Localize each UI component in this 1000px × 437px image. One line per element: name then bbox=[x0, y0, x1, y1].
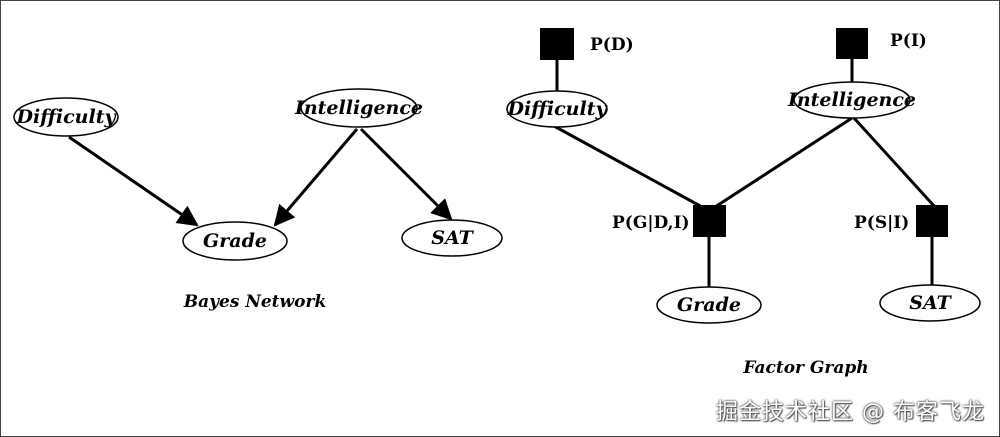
fg-node-intelligence bbox=[793, 81, 911, 119]
edge-intelligence-pgdi bbox=[714, 116, 853, 209]
fg-node-difficulty-label: Difficulty bbox=[506, 98, 608, 120]
edge-intelligence-grade bbox=[273, 128, 359, 227]
node-sat bbox=[401, 219, 503, 257]
factor-graph: P(D) P(I) P(G|D,I) P(S|I) Difficulty Int… bbox=[506, 28, 981, 378]
node-sat-label: SAT bbox=[431, 227, 474, 249]
watermark: 掘金技术社区 @ 布客飞龙 bbox=[716, 400, 985, 425]
node-difficulty-label: Difficulty bbox=[15, 106, 117, 128]
bayes-network-caption: Bayes Network bbox=[183, 292, 326, 312]
fg-node-intelligence-label: Intelligence bbox=[787, 89, 916, 111]
factor-graph-caption: Factor Graph bbox=[742, 358, 868, 378]
fg-node-sat bbox=[879, 284, 981, 322]
fg-node-difficulty bbox=[506, 90, 608, 128]
factor-p-s-given-i bbox=[916, 205, 948, 237]
node-intelligence bbox=[300, 88, 418, 128]
edge-intelligence-sat bbox=[359, 127, 453, 221]
factor-p-d bbox=[540, 28, 574, 60]
factor-p-i bbox=[836, 28, 868, 59]
factor-p-i-label: P(I) bbox=[890, 31, 927, 51]
node-grade-label: Grade bbox=[203, 230, 267, 252]
bayes-network: Difficulty Intelligence Grade SAT Bayes … bbox=[13, 88, 503, 312]
factor-p-g-given-d-i bbox=[693, 205, 726, 237]
fg-node-sat-label: SAT bbox=[909, 292, 952, 314]
edge-difficulty-grade bbox=[68, 135, 199, 227]
fg-node-grade-label: Grade bbox=[677, 294, 741, 316]
fg-node-grade bbox=[656, 286, 762, 324]
edge-intelligence-psi bbox=[852, 116, 937, 209]
factor-p-s-given-i-label: P(S|I) bbox=[854, 213, 909, 233]
node-intelligence-label: Intelligence bbox=[294, 97, 423, 119]
factor-p-d-label: P(D) bbox=[590, 35, 634, 55]
edge-difficulty-pgdi bbox=[553, 124, 703, 209]
node-grade bbox=[182, 221, 288, 261]
node-difficulty bbox=[13, 97, 119, 137]
factor-p-g-given-d-i-label: P(G|D,I) bbox=[612, 213, 690, 233]
